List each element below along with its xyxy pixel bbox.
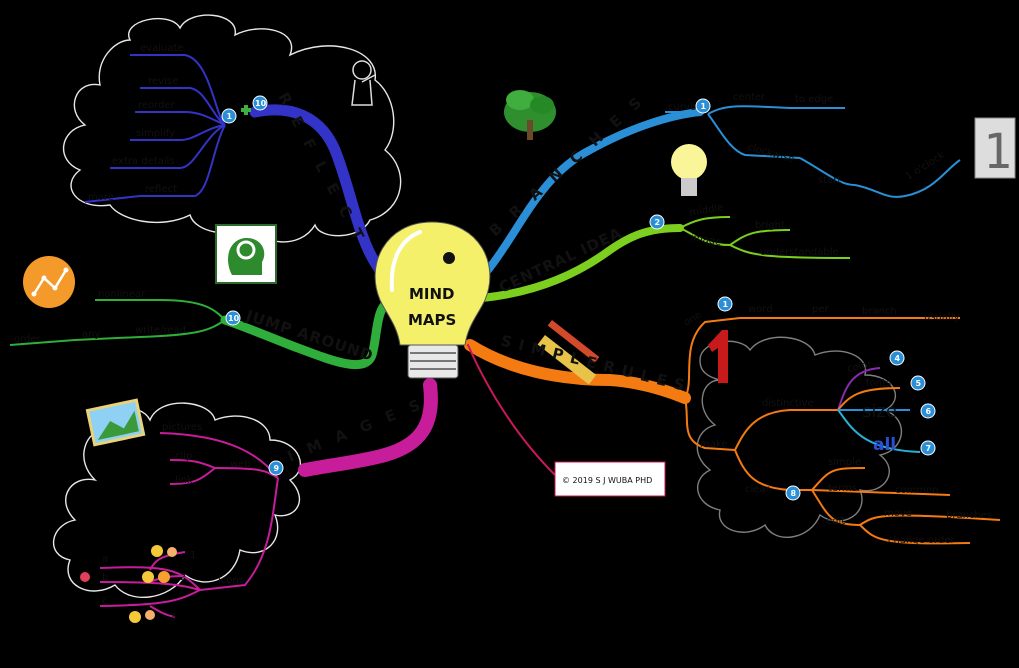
svg-text:7: 7 [926,444,932,453]
simple-rules-fonts: fonts [866,378,891,389]
images-a: a [102,554,108,565]
central-idea-understandable: understandable [760,247,839,258]
images-icons: icons [218,575,244,586]
simple-rules-badge-color: 4 [890,351,904,365]
svg-text:2: 2 [655,218,661,227]
central-idea-badge: 2 [650,215,664,229]
svg-text:6: 6 [926,407,932,416]
center-title-line2: MAPS [408,311,456,329]
central-idea-image: image [689,232,722,248]
reflect-title: R E F L E C T [274,89,369,247]
jump-around-write-read: write/read [135,325,186,336]
head-brain-icon [216,225,276,283]
lightbulb-icon [671,144,707,196]
reflect-item-evaluate: evaluate [140,43,184,54]
images-pictures: pictures [162,422,202,433]
reflect-item-reflect: reflect [145,184,177,195]
reflect-item-more: more [88,192,114,203]
images-1: 1 [190,550,196,561]
images-3: 3 [170,612,176,623]
picture-icon [87,400,143,445]
simple-rules-simple: simple [828,457,861,468]
tree-icon [504,90,556,140]
simple-rules-size: size [862,401,897,422]
simple-rules-badge-all: 7 [921,441,935,455]
simple-rules-word: word [748,304,773,315]
simple-rules-all: all [873,435,896,455]
green-plus-icon [241,105,251,115]
images-clip: clip [175,451,192,462]
digital-digit-icon: 1 [975,118,1015,180]
reflect-badge-1: 1 [222,109,236,123]
branches-to-edge: to edge [795,94,833,105]
svg-text:9: 9 [274,464,280,473]
central-idea-bright: bright [755,220,785,231]
simple-rules-terms: terms [828,483,857,494]
simple-rules-usually: usually [924,312,960,323]
simple-rules-clear: clear [745,484,771,495]
svg-text:© 2019 S J WUBA PHD: © 2019 S J WUBA PHD [562,476,652,485]
branches-center: center [733,92,766,103]
simple-rules-branch-word: branch [862,306,897,317]
svg-text:5: 5 [916,379,922,388]
svg-text:8: 8 [791,489,797,498]
images-link: link [175,475,193,486]
reflect-item-reorder: reorder [138,100,176,111]
jump-around-any: any [82,329,100,340]
svg-text:1: 1 [227,112,233,121]
reflect-item-extra-details: extra details [112,156,175,167]
simple-rules-make: make [700,439,727,450]
simple-rules-badge-one: 1 [718,297,732,311]
line-chart-icon [23,256,75,308]
svg-text:1: 1 [983,124,1012,180]
branches-subbranches [665,106,960,197]
svg-text:1: 1 [701,102,707,111]
images-c: c [102,596,108,607]
jump-around-nonlinear: nonlinear [98,289,146,300]
center-title-line1: MIND [409,285,455,303]
simple-rules-move: move [884,508,912,519]
images-web: web [230,459,251,470]
branches-badge: 1 [696,99,710,113]
simple-rules-common: common [895,485,939,496]
thinker-icon [352,61,375,105]
branches-clockwise: clockwise [746,142,795,165]
images-2: 2 [180,572,186,583]
simple-rules-edit: edit [826,516,845,527]
simple-rules-distinctive: distinctive [762,398,814,409]
svg-text:10: 10 [255,99,267,108]
reflect-badge-10: 10 [253,96,267,110]
simple-rules-per: per [812,304,830,315]
simple-rules-branches-word: branches [946,510,992,521]
red-one-icon [708,330,728,383]
svg-text:1: 1 [723,300,729,309]
reflect-item-simplify: simplify [136,128,175,139]
svg-text:4: 4 [895,354,901,363]
simple-rules-badge-size: 6 [921,404,935,418]
branches-start: start [818,175,841,186]
simple-rules-color: color [846,359,873,375]
reflect-item-revise: revise [148,76,178,87]
jump-around-badge: 10 [226,311,240,325]
simple-rules-badge-clear: 8 [786,486,800,500]
images-b: b [102,572,108,583]
simple-rules-badge-fonts: 5 [911,376,925,390]
images-badge: 9 [269,461,283,475]
simple-rules-change-order: change order [888,535,956,546]
jump-around-order: order [14,334,42,345]
svg-text:10: 10 [228,314,240,323]
copyright-box: © 2019 S J WUBA PHD [555,462,665,496]
